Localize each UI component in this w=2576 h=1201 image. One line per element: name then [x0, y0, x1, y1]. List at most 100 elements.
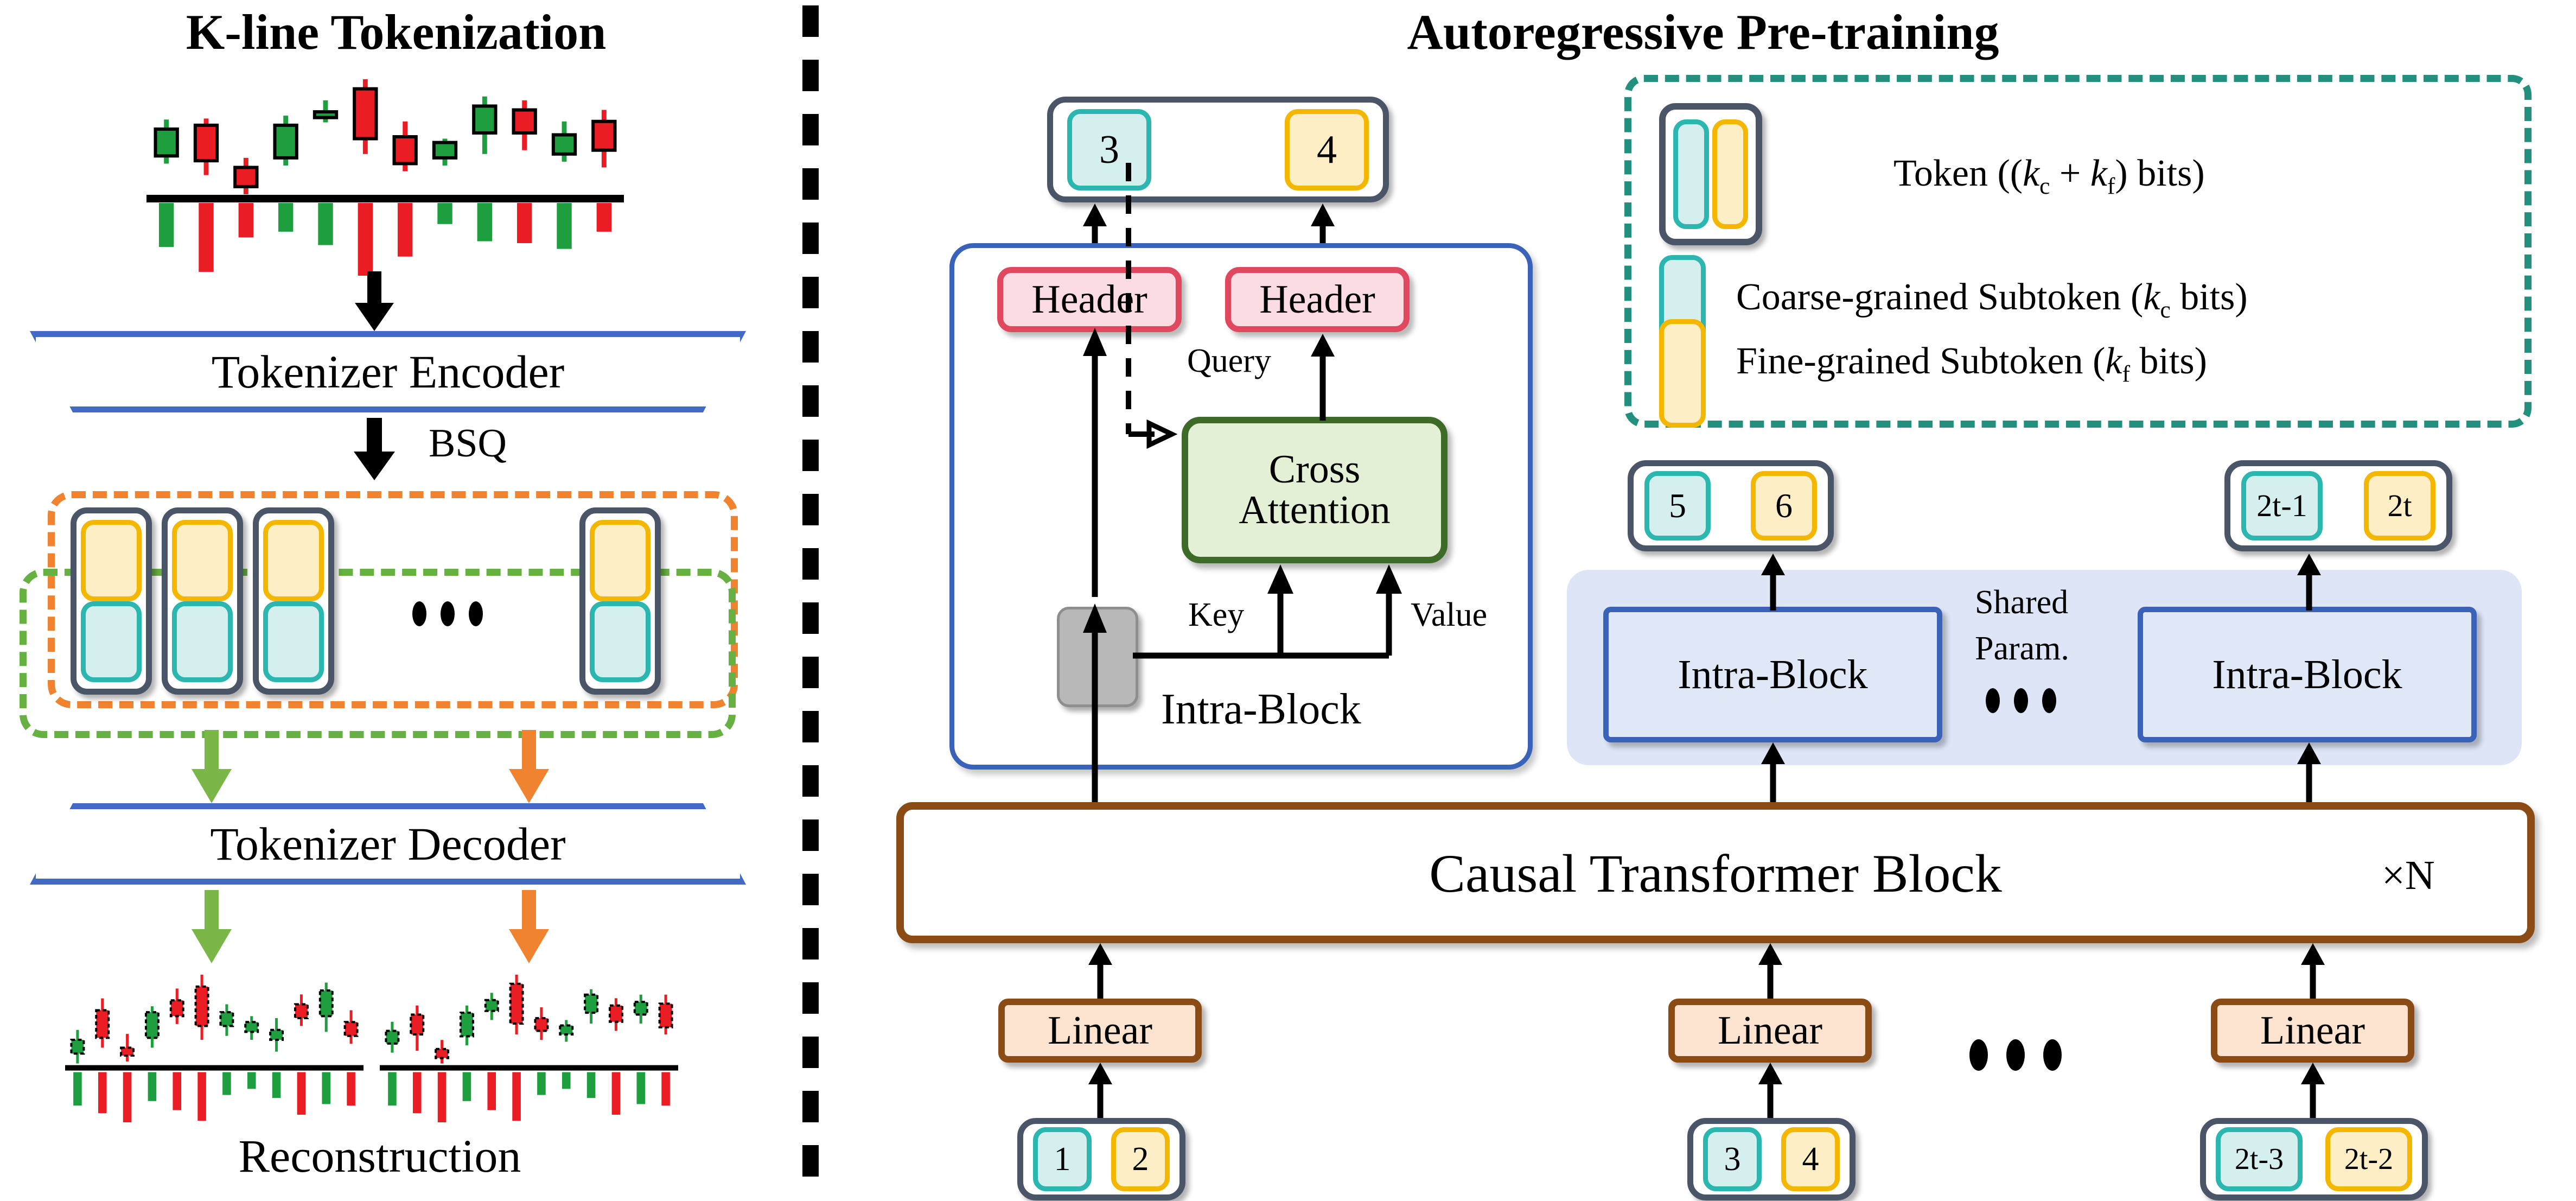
reconstruction-chart-right — [380, 971, 678, 1123]
input-token-2-fine[interactable]: 4 — [1781, 1127, 1840, 1191]
candle-body — [385, 1030, 400, 1045]
volume-bar — [437, 203, 452, 224]
volume-bar — [272, 1072, 281, 1098]
arrow-linear3-to-ctb — [2301, 943, 2325, 1000]
volume-bar — [596, 203, 612, 232]
arrow-linear2-to-ctb — [1758, 943, 1782, 1000]
volume-bar — [557, 203, 572, 249]
candle-body — [294, 1003, 309, 1019]
cross-attention-box[interactable]: Cross Attention — [1182, 417, 1448, 563]
token-stacked[interactable] — [71, 507, 152, 695]
causal-transformer-block[interactable] — [896, 802, 2535, 943]
shared-output-1-coarse[interactable]: 5 — [1644, 471, 1711, 541]
linear-box-2[interactable]: Linear — [1668, 999, 1872, 1063]
token-subtoken-coarse[interactable] — [81, 601, 142, 682]
volume-bar — [586, 1072, 596, 1098]
cross-attention-label: Cross Attention — [1239, 447, 1391, 532]
linear-label-3: Linear — [2260, 1008, 2365, 1053]
input-token-3-fine[interactable]: 2t-2 — [2325, 1127, 2412, 1191]
legend-label-token: Token ((kc + kf) bits) — [1893, 152, 2205, 199]
output-subtoken-fine[interactable]: 4 — [1285, 109, 1369, 190]
arrow-source-to-encoder — [355, 271, 394, 331]
volume-bar — [197, 1072, 206, 1121]
right-panel-title: Autoregressive Pre-training — [1407, 4, 1999, 60]
candle-body — [269, 1028, 284, 1041]
input-token-1[interactable]: 1 2 — [1017, 1118, 1185, 1200]
candle-body — [559, 1024, 574, 1036]
causal-transformer-label: Causal Transformer Block — [1429, 843, 2002, 904]
shared-output-2-fine[interactable]: 2t — [2364, 471, 2435, 541]
candle-body — [484, 999, 499, 1012]
candle-body — [353, 87, 378, 141]
arrow-linear1-to-ctb — [1088, 943, 1112, 1000]
token-stacked[interactable] — [253, 507, 334, 695]
token-subtoken-coarse[interactable] — [590, 601, 651, 682]
token-subtoken-fine[interactable] — [81, 520, 142, 601]
input-token-3[interactable]: 2t-3 2t-2 — [2200, 1118, 2428, 1200]
linear-box-1[interactable]: Linear — [998, 999, 1202, 1063]
arrow-token2-to-linear2 — [1758, 1063, 1782, 1120]
volume-bar — [73, 1072, 82, 1106]
candle-body — [154, 127, 179, 158]
volume-bar — [347, 1072, 355, 1106]
input-token-2-coarse[interactable]: 3 — [1703, 1127, 1762, 1191]
candle-body — [313, 110, 339, 119]
volume-bar — [562, 1072, 571, 1089]
header-right-box[interactable]: Header — [1225, 267, 1410, 332]
shared-param-label-line2: Param. — [1975, 630, 2069, 667]
value-label: Value — [1411, 596, 1488, 633]
volume-bar — [297, 1072, 306, 1115]
volume-bar — [661, 1072, 670, 1106]
token-stacked[interactable] — [579, 507, 661, 695]
volume-bar — [358, 203, 373, 276]
input-token-2[interactable]: 3 4 — [1687, 1118, 1856, 1200]
candle-body — [194, 985, 209, 1027]
candle-body — [392, 135, 418, 166]
candle-body — [343, 1021, 359, 1037]
volume-bar — [158, 203, 174, 247]
arrow-ctb-to-shared1 — [1761, 742, 1785, 802]
tokenizer-decoder-box[interactable]: Tokenizer Decoder — [30, 803, 746, 885]
input-token-1-coarse[interactable]: 1 — [1033, 1127, 1092, 1191]
legend-label-fine: Fine-grained Subtoken (kf bits) — [1736, 340, 2207, 387]
volume-bar — [148, 1072, 157, 1101]
token-subtoken-coarse[interactable] — [172, 601, 233, 682]
token-subtoken-fine[interactable] — [263, 520, 324, 601]
input-token-1-fine[interactable]: 2 — [1111, 1127, 1170, 1191]
input-token-3-coarse[interactable]: 2t-3 — [2216, 1127, 2303, 1191]
output-subtoken-coarse[interactable]: 3 — [1067, 109, 1151, 190]
shared-output-1-fine[interactable]: 6 — [1751, 471, 1817, 541]
token-subtoken-fine[interactable] — [172, 520, 233, 601]
linear-label-1: Linear — [1047, 1008, 1153, 1053]
candle-body — [318, 989, 334, 1018]
shared-output-token-2[interactable]: 2t-1 2t — [2224, 460, 2452, 551]
arrow-crossatt-to-header-right — [1311, 334, 1335, 421]
candlestick-svg — [65, 975, 364, 1122]
arrow-shared1-to-token — [1761, 554, 1785, 611]
volume-bar — [517, 203, 532, 244]
volume-bar — [437, 1072, 447, 1122]
volume-bar — [318, 203, 333, 245]
query-dashed-path — [1126, 163, 1178, 449]
shared-output-2-coarse[interactable]: 2t-1 — [2241, 471, 2323, 541]
header-left-box[interactable]: Header — [997, 267, 1182, 332]
token-stacked[interactable] — [162, 507, 243, 695]
tokenizer-encoder-label: Tokenizer Encoder — [211, 346, 565, 398]
input-row-ellipsis — [1969, 1039, 2062, 1071]
intra-block-shared-1[interactable]: Intra-Block — [1603, 607, 1942, 742]
key-value-wiring — [1133, 564, 1402, 659]
linear-box-3[interactable]: Linear — [2211, 999, 2414, 1063]
candle-body — [472, 104, 498, 135]
tokenizer-encoder-box[interactable]: Tokenizer Encoder — [30, 331, 746, 412]
token-subtoken-fine[interactable] — [590, 520, 651, 601]
arrow-decoder-to-recon-left — [192, 890, 232, 963]
volume-bar — [512, 1072, 521, 1121]
intra-block-shared-2[interactable]: Intra-Block — [2138, 607, 2477, 742]
legend-swatch-coarse-inner — [1673, 119, 1709, 229]
token-subtoken-coarse[interactable] — [263, 601, 324, 682]
reconstruction-label: Reconstruction — [238, 1130, 521, 1182]
output-token-box[interactable]: 3 4 — [1047, 97, 1389, 202]
candle-body — [509, 982, 524, 1025]
shared-output-token-1[interactable]: 5 6 — [1628, 460, 1834, 551]
volume-bar — [238, 203, 254, 238]
